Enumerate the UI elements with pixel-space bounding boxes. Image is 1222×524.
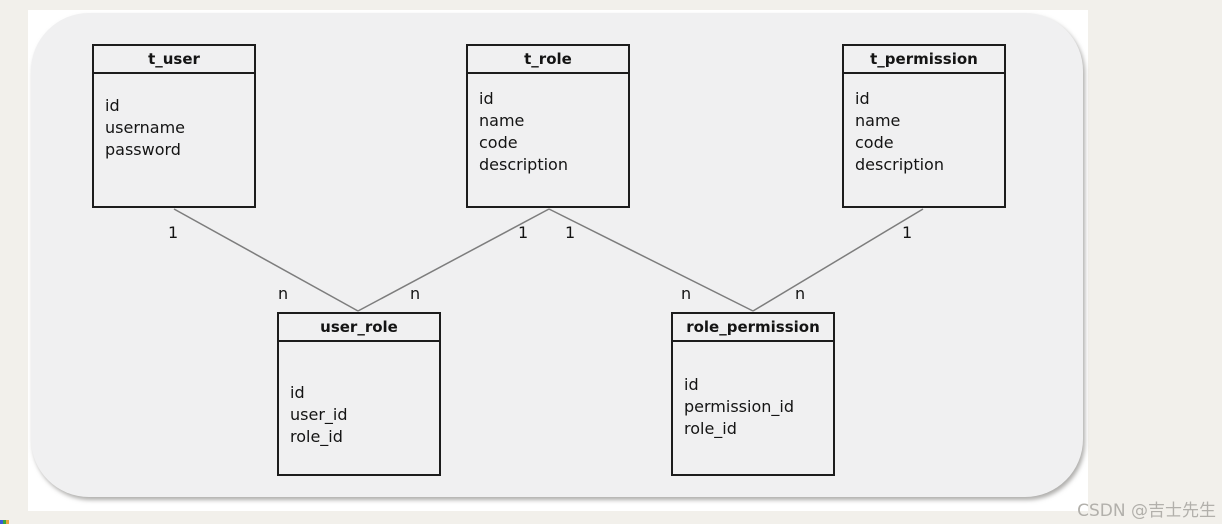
entity-table-t-user: t_user id username password <box>92 44 256 208</box>
field: username <box>105 118 185 137</box>
entity-table-t-permission: t_permission id name code description <box>842 44 1006 208</box>
cardinality-label-trole-1-right: 1 <box>565 223 576 242</box>
cardinality-label-tuser-1: 1 <box>168 223 179 242</box>
field: name <box>855 111 901 130</box>
table-title: role_permission <box>673 314 833 342</box>
field: description <box>479 155 568 174</box>
field: user_id <box>290 405 348 424</box>
field: description <box>855 155 944 174</box>
field: id <box>855 89 870 108</box>
field: permission_id <box>684 397 794 416</box>
table-title: user_role <box>279 314 439 342</box>
field: role_id <box>684 419 737 438</box>
table-fields: id user_id role_id <box>279 342 439 448</box>
table-fields: id permission_id role_id <box>673 342 833 440</box>
entity-table-user-role: user_role id user_id role_id <box>277 312 441 476</box>
field: role_id <box>290 427 343 446</box>
artifact-pixel <box>0 520 3 524</box>
field: code <box>479 133 518 152</box>
cardinality-label-trole-1-left: 1 <box>518 223 529 242</box>
field: id <box>684 375 699 394</box>
cardinality-label-rolepermission-n-right: n <box>795 284 806 303</box>
entity-table-role-permission: role_permission id permission_id role_id <box>671 312 835 476</box>
field: id <box>105 96 120 115</box>
artifact-pixel <box>6 520 9 524</box>
csdn-watermark: CSDN @吉士先生 <box>1077 501 1216 521</box>
entity-table-t-role: t_role id name code description <box>466 44 630 208</box>
table-fields: id username password <box>94 74 254 161</box>
cardinality-label-userrole-n-left: n <box>278 284 289 303</box>
field: id <box>479 89 494 108</box>
field: password <box>105 140 181 159</box>
cardinality-label-tpermission-1: 1 <box>902 223 913 242</box>
table-title: t_user <box>94 46 254 74</box>
corner-pixel-artifact <box>0 520 9 524</box>
field: name <box>479 111 525 130</box>
table-fields: id name code description <box>844 74 1004 176</box>
cardinality-label-rolepermission-n-left: n <box>681 284 692 303</box>
table-title: t_permission <box>844 46 1004 74</box>
artifact-pixel <box>3 520 6 524</box>
field: code <box>855 133 894 152</box>
table-title: t_role <box>468 46 628 74</box>
field: id <box>290 383 305 402</box>
cardinality-label-userrole-n-right: n <box>410 284 421 303</box>
table-fields: id name code description <box>468 74 628 176</box>
